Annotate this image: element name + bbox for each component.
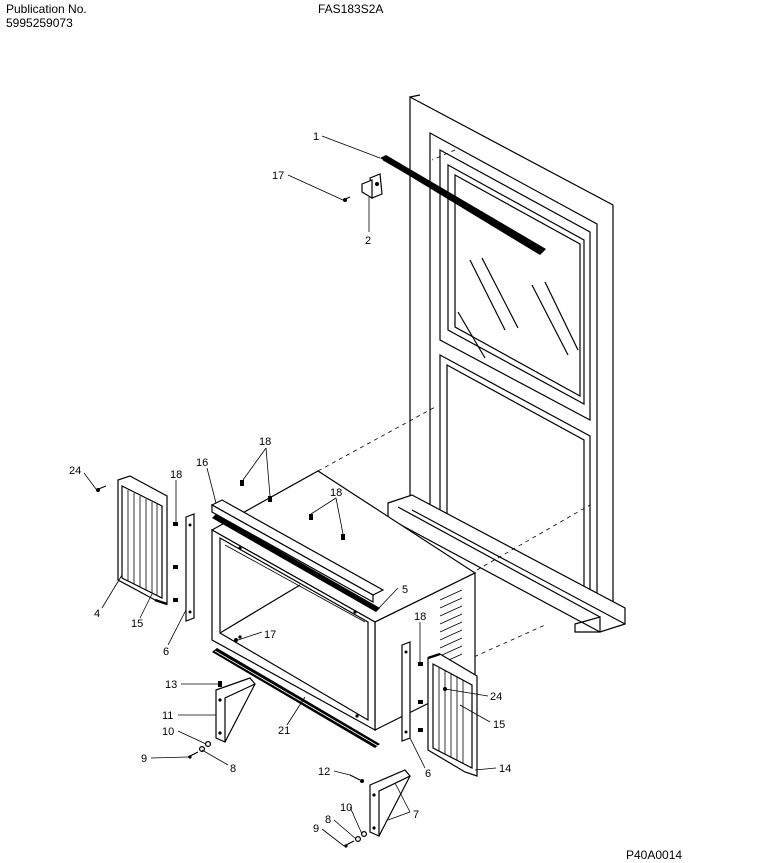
- callout-8-left: 8: [230, 763, 236, 775]
- callout-18-middle: 18: [330, 487, 342, 499]
- model-number: FAS183S2A: [318, 2, 384, 16]
- publication-number: 5995259073: [6, 16, 73, 30]
- callout-21: 21: [278, 725, 290, 737]
- guide-lines: [317, 149, 591, 671]
- right-curtain-channel: [401, 641, 411, 742]
- callout-6-left: 6: [163, 646, 169, 658]
- diagram-code: P40A0014: [626, 848, 683, 862]
- callout-9-right: 9: [313, 823, 319, 835]
- screws: [95, 480, 447, 848]
- callout-18-upper: 18: [259, 436, 271, 448]
- callout-13: 13: [165, 679, 177, 691]
- top-seal-strip: [380, 155, 546, 255]
- callout-15-left: 15: [131, 618, 143, 630]
- mounting-bracket: [361, 173, 383, 200]
- callout-2: 2: [365, 235, 371, 247]
- right-side-curtain: [427, 652, 478, 777]
- callout-6-right: 6: [425, 768, 431, 780]
- callout-11: 11: [162, 710, 173, 722]
- bracket-screw: [342, 196, 351, 202]
- callout-17-top: 17: [272, 170, 284, 182]
- callout-18-right: 18: [414, 611, 426, 623]
- callout-10-right: 10: [340, 802, 352, 814]
- bottom-foam-seal: [212, 648, 380, 748]
- callout-9-left: 9: [141, 753, 147, 765]
- right-support-bracket: [369, 769, 411, 837]
- left-side-curtain: [117, 475, 168, 606]
- left-curtain-channel: [185, 513, 195, 622]
- callout-4: 4: [94, 608, 100, 620]
- callout-10-left: 10: [162, 726, 174, 738]
- callout-15-right: 15: [493, 719, 505, 731]
- callout-8-right: 8: [325, 814, 331, 826]
- callout-12: 12: [318, 766, 330, 778]
- callout-24-right: 24: [490, 691, 502, 703]
- callout-18-left: 18: [170, 469, 182, 481]
- left-support-bracket: [215, 677, 256, 743]
- callout-24-left: 24: [69, 465, 81, 477]
- window-frame: [387, 94, 626, 633]
- callout-17-lower: 17: [264, 629, 276, 641]
- top-foam-seal: [212, 514, 380, 612]
- callout-14: 14: [499, 763, 511, 775]
- top-channel-rail: [210, 499, 385, 604]
- callout-5: 5: [402, 584, 408, 596]
- publication-label: Publication No.: [6, 2, 87, 16]
- callout-7: 7: [413, 809, 419, 821]
- callout-16: 16: [196, 457, 208, 469]
- callout-numbers: 1 17 2 18 16 24 18 18 4 15 6 5 17 18 13 …: [69, 131, 511, 835]
- callout-1: 1: [313, 131, 319, 143]
- leader-lines: [83, 135, 497, 847]
